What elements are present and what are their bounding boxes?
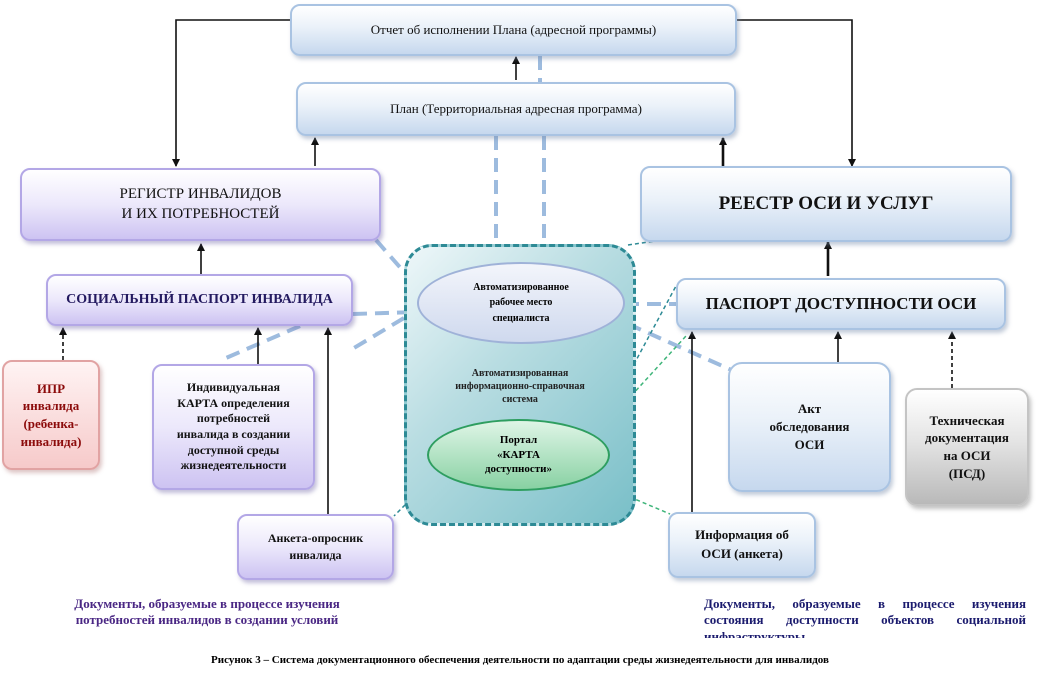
caption-right: Документы, образуемые в процессе изучени… xyxy=(704,596,1026,638)
portal-label: Портал «КАРТА доступности» xyxy=(484,433,552,476)
ipr-label: ИПР инвалида (ребенка- инвалида) xyxy=(20,380,82,449)
akt-box: Акт обследования ОСИ xyxy=(728,362,891,492)
plan-box: План (Территориальная адресная программа… xyxy=(296,82,736,136)
social-passport-label: СОЦИАЛЬНЫЙ ПАСПОРТ ИНВАЛИДА xyxy=(66,292,333,307)
passport-access-label: ПАСПОРТ ДОСТУПНОСТИ ОСИ xyxy=(705,294,977,313)
registry-osi-box: РЕЕСТР ОСИ И УСЛУГ xyxy=(640,166,1012,242)
caption-right-text: Документы, образуемые в процессе изучени… xyxy=(704,596,1026,638)
info-osi-label: Информация об ОСИ (анкета) xyxy=(695,527,789,561)
questionnaire-label: Анкета-опросник инвалида xyxy=(267,530,364,562)
akt-label: Акт обследования ОСИ xyxy=(769,400,850,453)
register-label: РЕГИСТР ИНВАЛИДОВ И ИХ ПОТРЕБНОСТЕЙ xyxy=(119,186,282,222)
figure-caption: Рисунок 3 – Система документационного об… xyxy=(211,654,829,666)
register-box: РЕГИСТР ИНВАЛИДОВ И ИХ ПОТРЕБНОСТЕЙ xyxy=(20,168,381,241)
tech-doc-box: Техническая документация на ОСИ (ПСД) xyxy=(905,388,1029,506)
plan-label: План (Территориальная адресная программа… xyxy=(390,101,642,116)
info-osi-box: Информация об ОСИ (анкета) xyxy=(668,512,816,578)
tech-doc-label: Техническая документация на ОСИ (ПСД) xyxy=(925,412,1009,481)
caption-left-text: Документы, образуемые в процессе изучени… xyxy=(74,596,340,628)
dashed-links xyxy=(225,56,737,374)
registry-osi-label: РЕЕСТР ОСИ И УСЛУГ xyxy=(718,193,934,214)
report-box: Отчет об исполнении Плана (адресной прог… xyxy=(290,4,737,56)
individual-card-box: Индивидуальная КАРТА определения потребн… xyxy=(152,364,315,490)
questionnaire-box: Анкета-опросник инвалида xyxy=(237,514,394,580)
passport-access-box: ПАСПОРТ ДОСТУПНОСТИ ОСИ xyxy=(676,278,1006,330)
report-label: Отчет об исполнении Плана (адресной прог… xyxy=(370,22,657,37)
arm-label: Автоматизированное рабочее место специал… xyxy=(473,281,569,324)
individual-card-label: Индивидуальная КАРТА определения потребн… xyxy=(176,380,291,473)
ais-label: Автоматизированная информационно-справоч… xyxy=(455,368,585,405)
arrows xyxy=(59,19,956,514)
social-passport-box: СОЦИАЛЬНЫЙ ПАСПОРТ ИНВАЛИДА xyxy=(46,274,353,326)
arm-ellipse: Автоматизированное рабочее место специал… xyxy=(417,262,625,344)
portal-ellipse: Портал «КАРТА доступности» xyxy=(427,419,610,491)
caption-left: Документы, образуемые в процессе изучени… xyxy=(48,596,366,638)
ipr-box: ИПР инвалида (ребенка- инвалида) xyxy=(2,360,100,470)
